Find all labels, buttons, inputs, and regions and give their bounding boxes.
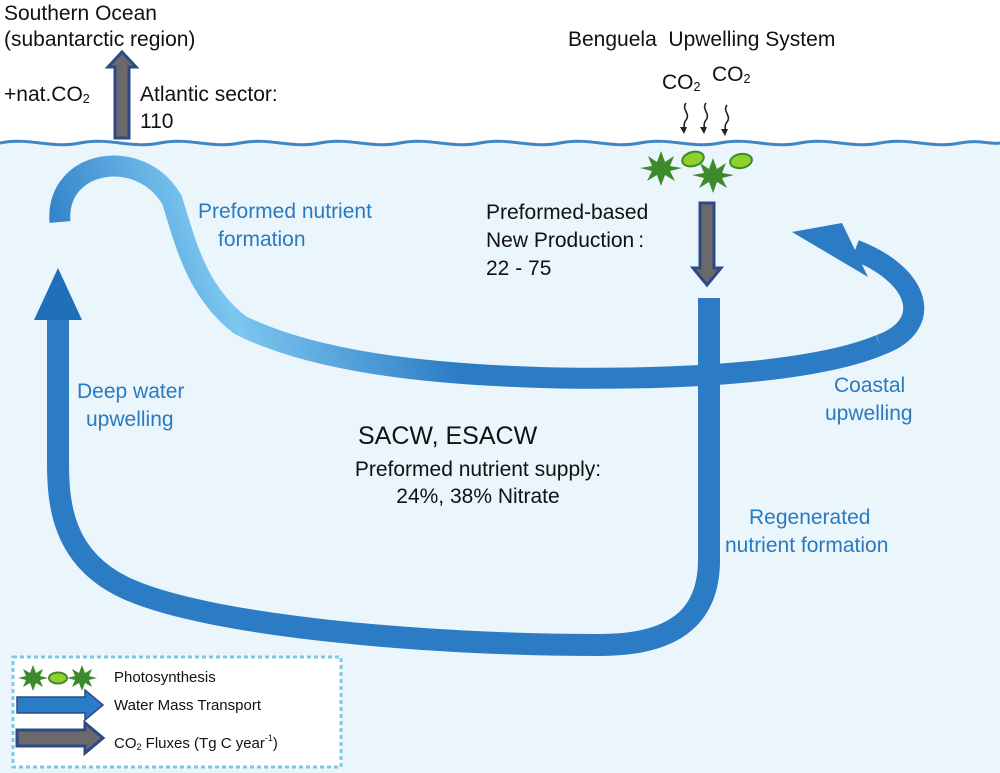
water-mass-label: SACW, ESACW [358,422,538,450]
southern-ocean-flux-arrow [104,49,140,140]
phytoplankton-star-icon [640,151,682,186]
benguela-title: Benguela Upwelling System [568,28,836,51]
coastal-upwelling-arrowhead [792,223,868,277]
nutrient-supply-label-line2: 24%, 38% Nitrate [396,485,560,508]
coastal-upwelling-arrow [851,240,925,355]
legend-photosynthesis-star-icon [67,665,97,691]
southern-ocean-subtitle: (subantarctic region) [4,28,196,51]
legend-photosynthesis-star-icon [18,665,48,691]
legend-water-transport-label: Water Mass Transport [114,697,261,714]
phytoplankton-star-icon [692,158,734,193]
coastal-upwelling-label-line2: upwelling [825,402,913,425]
deep-upwelling-arrowhead [34,268,82,320]
nutrient-supply-label-line1: Preformed nutrient supply: [354,458,602,481]
legend-flux-arrow-icon [15,719,106,757]
southern-ocean-title: Southern Ocean [4,2,157,25]
co2-label-b: CO2 [712,63,751,86]
new-production-label-line2: New Production: [486,229,645,252]
new-production-label-line1: Preformed-based [486,201,649,224]
legend-photosynthesis-label: Photosynthesis [114,669,216,686]
regenerated-label-line1: Regenerated [749,506,871,529]
atlantic-sector-value: 110 [140,110,174,133]
atlantic-sector-label: Atlantic sector: [140,83,278,106]
coastal-upwelling-label-line1: Coastal [834,374,906,397]
co2-uptake-squiggle-1 [683,102,689,132]
preformed-nutrient-label-line2: formation [218,228,306,251]
co2-uptake-squiggle-2 [703,102,709,132]
legend-flux-label: CO2 Fluxes (Tg C year-1) [114,733,278,752]
new-production-value: 22 - 75 [486,257,552,280]
phytoplankton-cell-icon [681,150,705,168]
phytoplankton-cell-icon [729,152,753,170]
new-production-flux-arrow [689,201,725,288]
co2-uptake-squiggle-3 [724,104,730,134]
regenerated-label-line2: nutrient formation [725,534,889,557]
preformed-nutrient-label-line1: Preformed nutrient [198,200,372,223]
co2-label-a: CO2 [662,71,701,94]
legend-water-transport-arrow-icon [16,688,105,722]
deep-water-label-line2: upwelling [86,408,174,431]
sea-surface-line [0,139,1000,147]
deep-upwelling-arrow [47,298,720,657]
legend-photosynthesis-cell-icon [48,671,68,685]
deep-water-label-line1: Deep water [77,380,185,403]
nat-co2-flux-label: +nat.CO2 [4,83,90,106]
